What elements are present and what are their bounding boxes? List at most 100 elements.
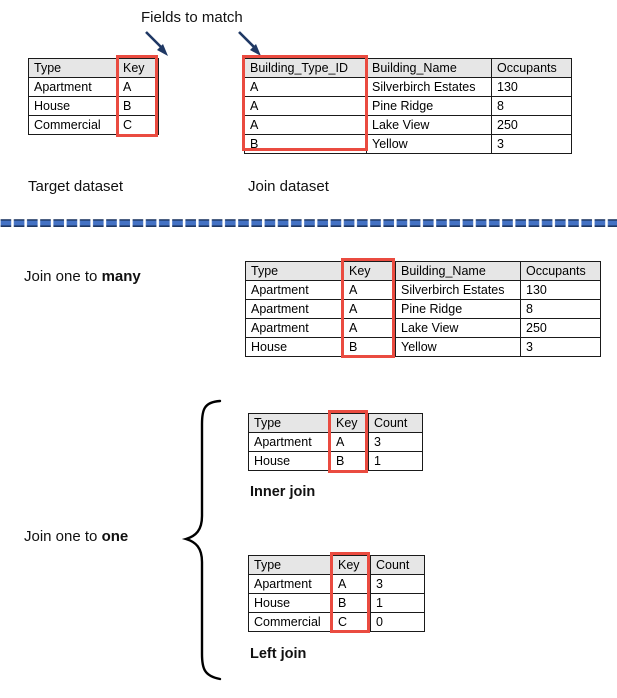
table-row: B Yellow 3: [244, 134, 572, 154]
column-header-key: Key: [343, 261, 396, 281]
cell-type: Apartment: [248, 574, 333, 594]
table-header-row: Type Key: [28, 58, 159, 78]
cell-occupants: 3: [491, 134, 572, 154]
table-row: Apartment A 3: [248, 574, 425, 594]
join-dataset-table: Building_Type_ID Building_Name Occupants…: [244, 58, 572, 154]
arrow-to-join-key-icon: [238, 31, 261, 56]
cell-key: B: [117, 96, 159, 116]
cell-count: 1: [370, 593, 425, 613]
cell-building-name: Lake View: [366, 115, 492, 135]
cell-occupants: 250: [491, 115, 572, 135]
table-row: A Silverbirch Estates 130: [244, 77, 572, 97]
left-join-caption: Left join: [250, 646, 307, 662]
cell-key: A: [332, 574, 371, 594]
table-row: Apartment A Lake View 250: [245, 318, 601, 338]
cell-occupants: 3: [520, 337, 601, 357]
column-header-type: Type: [28, 58, 118, 78]
join-dataset-caption: Join dataset: [248, 178, 329, 195]
one-to-many-result-table: Type Key Building_Name Occupants Apartme…: [245, 261, 601, 357]
column-header-building-type-id: Building_Type_ID: [244, 58, 367, 78]
table-header-row: Building_Type_ID Building_Name Occupants: [244, 58, 572, 78]
table-row: House B Yellow 3: [245, 337, 601, 357]
join-one-to-one-emphasis: one: [101, 528, 129, 545]
target-dataset-table: Type Key Apartment A House B Commercial …: [28, 58, 159, 135]
cell-occupants: 130: [491, 77, 572, 97]
cell-building-name: Yellow: [366, 134, 492, 154]
table-row: A Pine Ridge 8: [244, 96, 572, 116]
column-header-key: Key: [117, 58, 159, 78]
table-row: Apartment A Pine Ridge 8: [245, 299, 601, 319]
table-header-row: Type Key Count: [248, 555, 425, 575]
cell-occupants: 130: [520, 280, 601, 300]
table-row: House B: [28, 96, 159, 116]
target-dataset-caption: Target dataset: [28, 178, 124, 195]
table-header-row: Type Key Building_Name Occupants: [245, 261, 601, 281]
cell-type: Commercial: [248, 612, 333, 632]
cell-type: Apartment: [245, 280, 344, 300]
cell-type: Commercial: [28, 115, 118, 135]
cell-type: Apartment: [28, 77, 118, 97]
cell-key: B: [343, 337, 396, 357]
column-header-type: Type: [248, 413, 331, 433]
column-header-building-name: Building_Name: [366, 58, 492, 78]
table-row: A Lake View 250: [244, 115, 572, 135]
cell-type: House: [245, 337, 344, 357]
cell-count: 3: [370, 574, 425, 594]
inner-join-result-table: Type Key Count Apartment A 3 House B 1: [248, 413, 423, 471]
column-header-key: Key: [330, 413, 369, 433]
cell-key: A: [343, 280, 396, 300]
cell-key: A: [117, 77, 159, 97]
inner-join-caption: Inner join: [250, 484, 316, 500]
cell-building-name: Pine Ridge: [366, 96, 492, 116]
cell-type: Apartment: [245, 299, 344, 319]
table-row: Commercial C: [28, 115, 159, 135]
cell-key: B: [332, 593, 371, 613]
join-one-to-one-label: Join one to one: [24, 529, 128, 544]
cell-building-name: Lake View: [395, 318, 521, 338]
cell-count: 0: [370, 612, 425, 632]
cell-type: Apartment: [248, 432, 331, 452]
fields-to-match-annotation: Fields to match: [141, 9, 243, 26]
cell-building-type-id: A: [244, 96, 367, 116]
cell-key: A: [330, 432, 369, 452]
cell-key: A: [343, 299, 396, 319]
cell-occupants: 250: [520, 318, 601, 338]
table-row: Apartment A Silverbirch Estates 130: [245, 280, 601, 300]
grouping-brace-icon: [181, 399, 222, 681]
column-header-occupants: Occupants: [491, 58, 572, 78]
cell-key: B: [330, 451, 369, 471]
cell-type: House: [28, 96, 118, 116]
column-header-count: Count: [368, 413, 423, 433]
table-row: Apartment A 3: [248, 432, 423, 452]
arrow-to-target-key-icon: [145, 31, 168, 56]
column-header-type: Type: [245, 261, 344, 281]
cell-occupants: 8: [520, 299, 601, 319]
cell-building-name: Silverbirch Estates: [395, 280, 521, 300]
cell-type: House: [248, 451, 331, 471]
cell-key: C: [332, 612, 371, 632]
cell-building-name: Pine Ridge: [395, 299, 521, 319]
cell-building-type-id: A: [244, 115, 367, 135]
cell-count: 1: [368, 451, 423, 471]
cell-type: Apartment: [245, 318, 344, 338]
cell-type: House: [248, 593, 333, 613]
column-header-type: Type: [248, 555, 333, 575]
cell-building-type-id: B: [244, 134, 367, 154]
table-row: House B 1: [248, 593, 425, 613]
cell-building-name: Yellow: [395, 337, 521, 357]
join-one-to-many-label: Join one to many: [24, 269, 141, 284]
join-one-to-one-prefix: Join one to: [24, 528, 102, 545]
cell-occupants: 8: [491, 96, 572, 116]
cell-building-name: Silverbirch Estates: [366, 77, 492, 97]
table-row: Apartment A: [28, 77, 159, 97]
table-row: Commercial C 0: [248, 612, 425, 632]
cell-building-type-id: A: [244, 77, 367, 97]
table-header-row: Type Key Count: [248, 413, 423, 433]
column-header-occupants: Occupants: [520, 261, 601, 281]
cell-count: 3: [368, 432, 423, 452]
column-header-key: Key: [332, 555, 371, 575]
cell-key: C: [117, 115, 159, 135]
table-row: House B 1: [248, 451, 423, 471]
column-header-count: Count: [370, 555, 425, 575]
section-divider: [0, 218, 617, 229]
